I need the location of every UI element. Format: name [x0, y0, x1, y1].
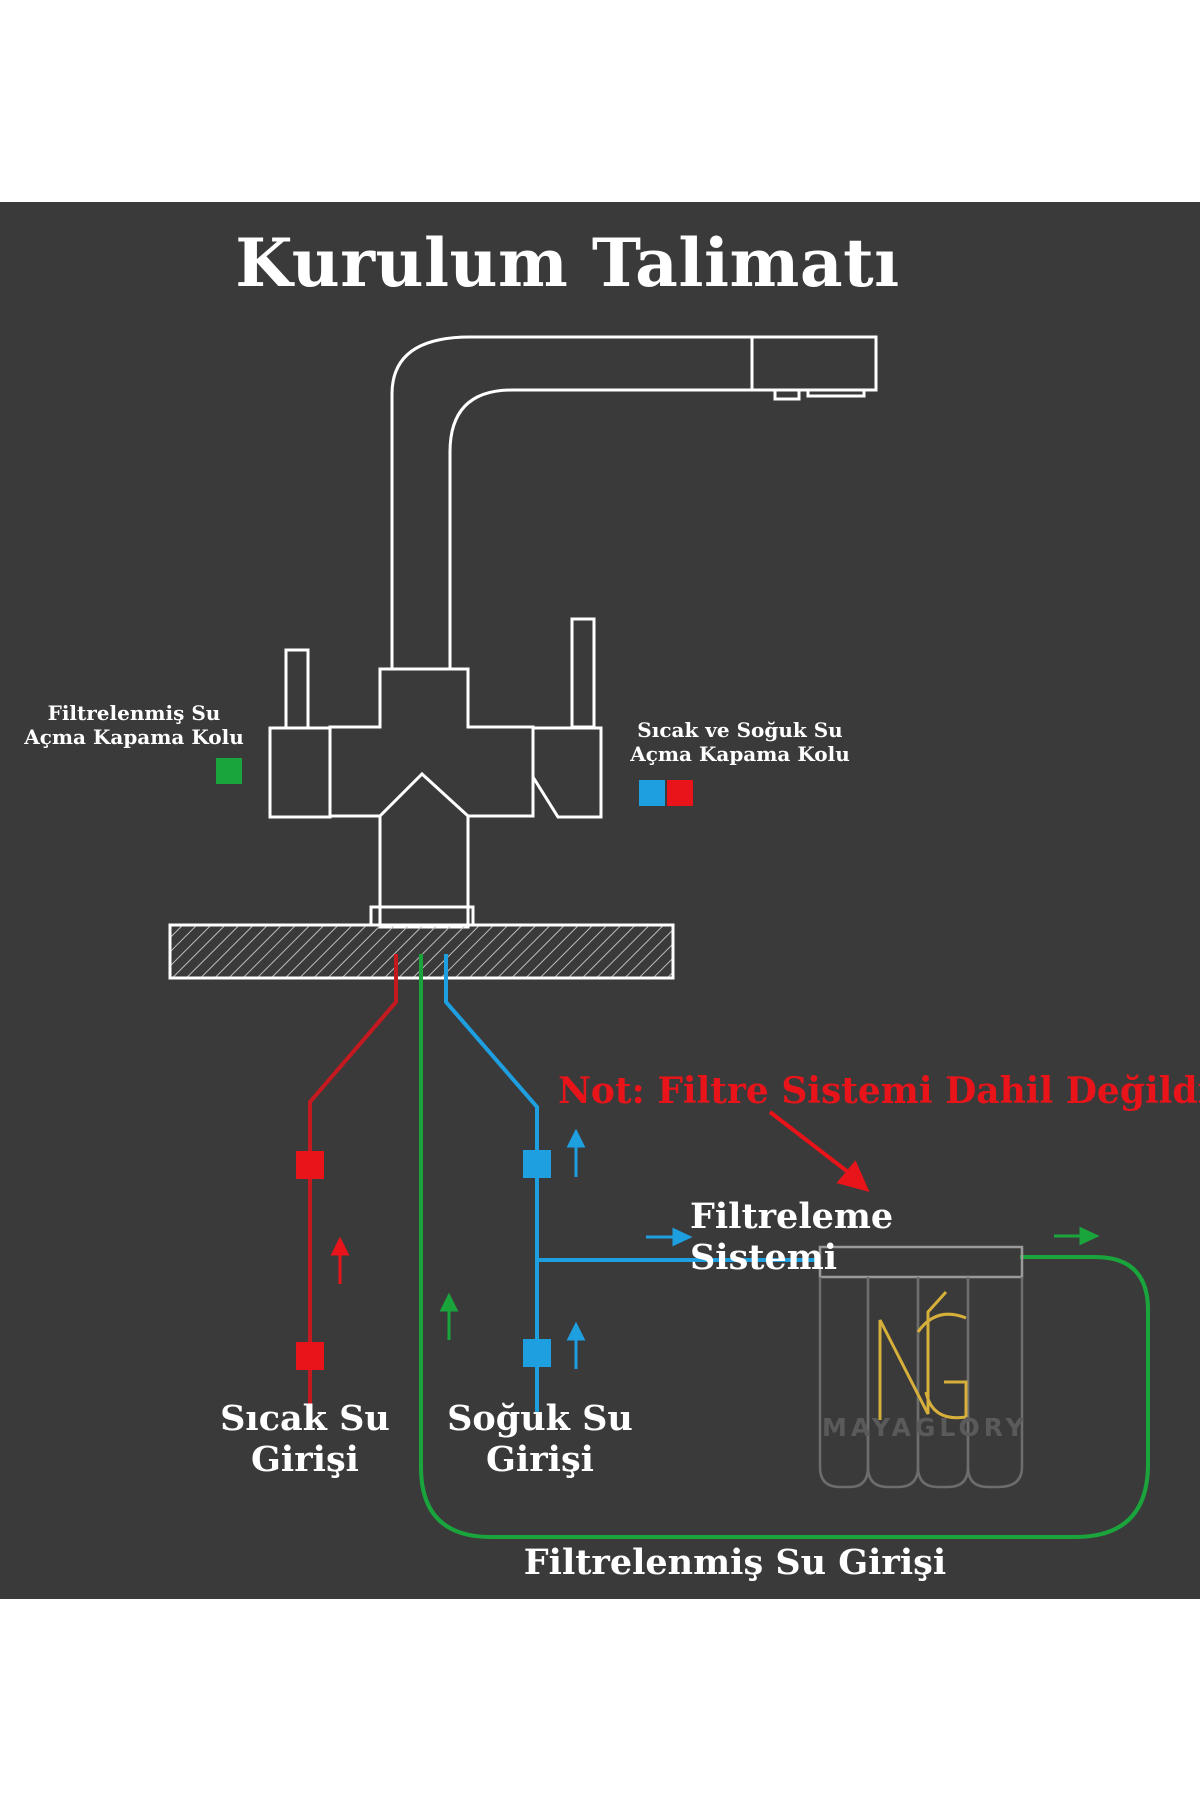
filter-cartridge-1 — [818, 1277, 870, 1489]
cold-inlet-label: Soğuk Su Girişi — [435, 1398, 645, 1481]
left-handle-block — [268, 726, 332, 819]
left-handle-stem — [284, 648, 310, 730]
hot-valve-bottom — [296, 1342, 324, 1370]
hot-water-line — [308, 954, 398, 1414]
faucet-base — [369, 905, 475, 927]
filter-system-label: Filtreleme Sistemi — [690, 1196, 894, 1279]
cold-water-swatch — [639, 780, 665, 806]
filter-to-faucet-arrow — [1054, 1226, 1100, 1246]
filter-cartridge-2 — [866, 1277, 920, 1489]
faucet-body — [328, 667, 535, 929]
hot-inlet-label: Sıcak Su Girişi — [200, 1398, 410, 1481]
spout-nozzle — [750, 335, 878, 392]
brand-watermark: MAYAGLORY — [822, 1413, 1028, 1442]
cold-flow-arrow-top — [566, 1128, 586, 1177]
filter-cartridge-4 — [966, 1277, 1024, 1489]
right-handle-block — [531, 726, 603, 819]
filter-cartridge-3 — [916, 1277, 970, 1489]
cold-water-line — [444, 954, 820, 1414]
instruction-panel: Kurulum Talimatı Filtrelenmiş Su Açma Ka… — [0, 202, 1200, 1599]
filtered-inlet-label: Filtrelenmiş Su Girişi — [523, 1542, 947, 1583]
filter-not-included-note: Not: Filtre Sistemi Dahil Değildir! — [558, 1070, 1200, 1112]
filtered-water-swatch — [216, 758, 242, 784]
faucet-diagram — [168, 335, 1150, 1539]
faucet-body-chevron — [378, 771, 470, 818]
filtered-flow-arrow — [439, 1292, 459, 1340]
right-handle-label: Sıcak ve Soğuk Su Açma Kapama Kolu — [624, 718, 856, 766]
cold-to-filter-arrow — [646, 1227, 693, 1247]
faucet-spout — [390, 335, 878, 669]
hot-water-swatch — [667, 780, 693, 806]
faucet-outline — [268, 335, 878, 929]
right-handle-label-line1: Sıcak ve Soğuk Su — [637, 718, 843, 742]
left-handle-label-line1: Filtrelenmiş Su — [47, 701, 221, 725]
filtered-water-line — [419, 954, 1150, 1539]
hot-flow-arrow — [330, 1236, 350, 1284]
hot-valve-top — [296, 1151, 324, 1179]
cold-valve-top — [523, 1150, 551, 1178]
left-handle-label: Filtrelenmiş Su Açma Kapama Kolu — [18, 701, 250, 749]
right-handle-label-line2: Açma Kapama Kolu — [630, 741, 850, 766]
spout-aerator-1 — [773, 388, 801, 401]
right-handle-stem — [570, 617, 596, 729]
cold-valve-bottom — [523, 1339, 551, 1367]
filter-system — [818, 1245, 1024, 1489]
hot-inlet-label-line1: Sıcak Su — [220, 1398, 390, 1439]
page-title: Kurulum Talimatı — [235, 224, 900, 302]
cold-flow-arrow-bottom — [566, 1321, 586, 1369]
hot-inlet-label-line2: Girişi — [251, 1439, 359, 1481]
mayaglory-logo — [878, 1290, 968, 1420]
cold-inlet-label-line1: Soğuk Su — [447, 1398, 633, 1439]
cold-inlet-label-line2: Girişi — [486, 1439, 594, 1481]
filter-head — [818, 1245, 1024, 1279]
note-arrow — [768, 1110, 870, 1193]
spout-aerator-2 — [806, 388, 866, 398]
left-handle-label-line2: Açma Kapama Kolu — [24, 724, 244, 749]
